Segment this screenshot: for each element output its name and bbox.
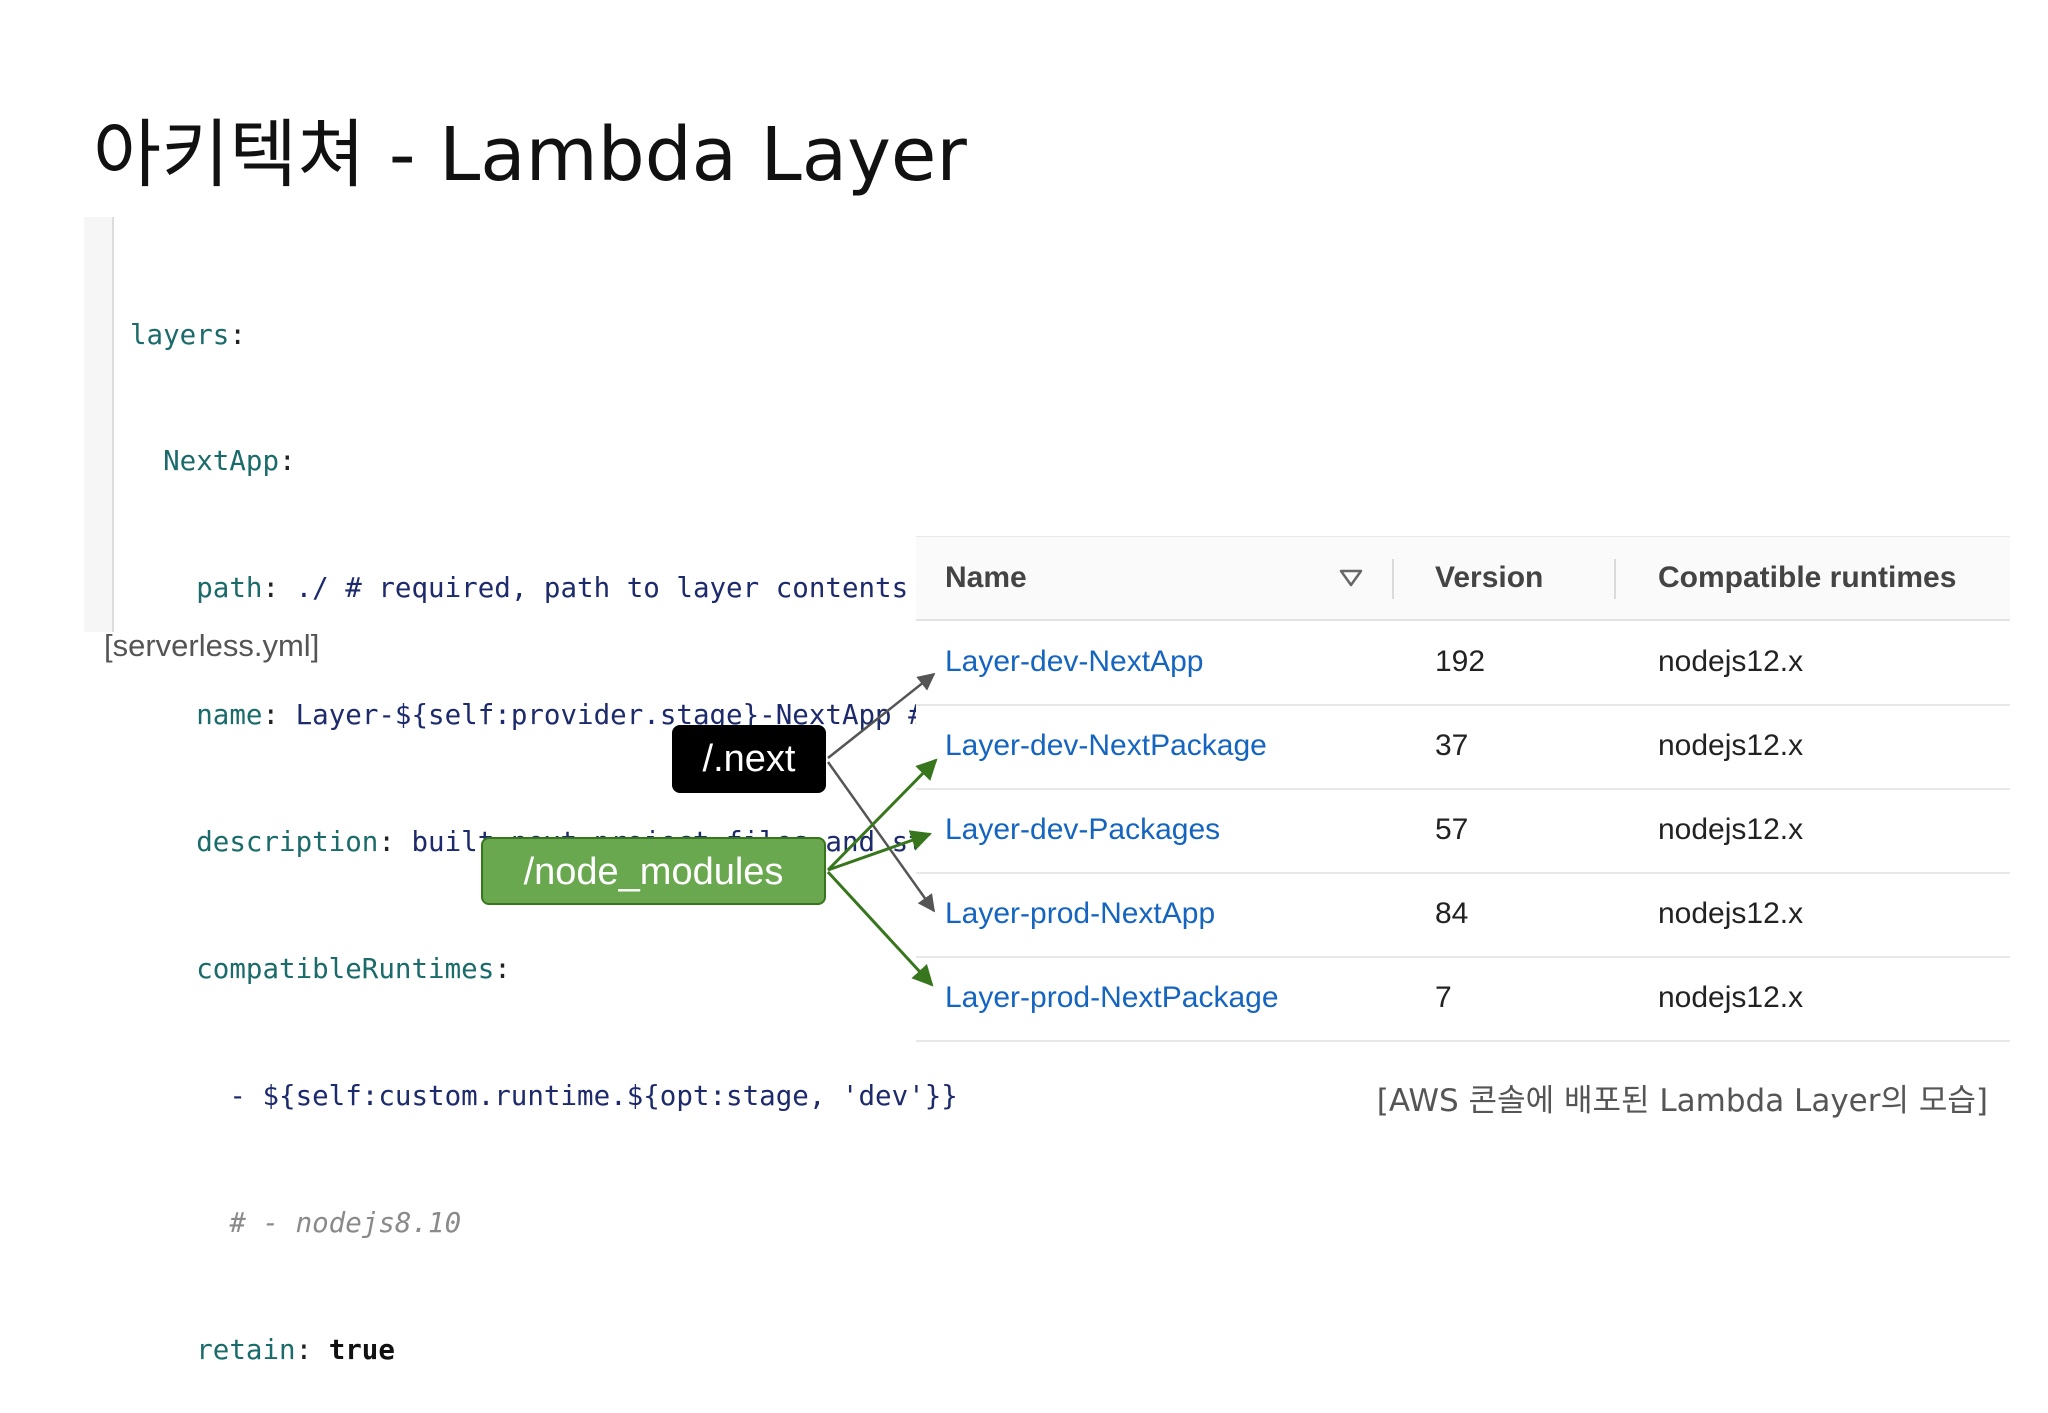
layer-runtime: nodejs12.x — [1658, 645, 1804, 678]
layer-runtime: nodejs12.x — [1658, 981, 1804, 1014]
slide-title: 아키텍쳐 - Lambda Layer — [93, 112, 967, 198]
code-line-compatible-runtimes: compatibleRuntimes: — [196, 953, 511, 986]
layer-name-link[interactable]: Layer-prod-NextPackage — [945, 981, 1279, 1014]
table-header: Name Version Compatible runtimes — [916, 536, 2010, 621]
layer-runtime: nodejs12.x — [1658, 813, 1804, 846]
table-row: Layer-dev-NextPackage 37 nodejs12.x — [916, 704, 2010, 790]
code-line-layers: layers: — [130, 318, 246, 351]
column-divider — [1614, 559, 1616, 599]
code-line-nextapp: NextApp: — [163, 445, 296, 478]
console-caption: [AWS 콘솔에 배포된 Lambda Layer의 모습] — [1376, 1083, 1988, 1119]
layer-version: 7 — [1435, 981, 1452, 1014]
table-row: Layer-prod-NextApp 84 nodejs12.x — [916, 872, 2010, 958]
layer-name-link[interactable]: Layer-dev-NextPackage — [945, 729, 1267, 762]
node-modules-folder-label: /node_modules — [481, 837, 826, 905]
column-header-name[interactable]: Name — [945, 561, 1027, 594]
column-header-version[interactable]: Version — [1435, 561, 1544, 594]
layer-version: 84 — [1435, 897, 1469, 930]
layer-name-link[interactable]: Layer-dev-Packages — [945, 813, 1221, 846]
table-row: Layer-dev-NextApp 192 nodejs12.x — [916, 620, 2010, 706]
code-caption: [serverless.yml] — [104, 628, 320, 663]
next-folder-label: /.next — [672, 725, 826, 793]
code-line-runtime-item: - ${self:custom.runtime.${opt:stage, 'de… — [229, 1079, 958, 1112]
column-divider — [1392, 559, 1394, 599]
layer-runtime: nodejs12.x — [1658, 897, 1804, 930]
table-row: Layer-prod-NextPackage 7 nodejs12.x — [916, 956, 2010, 1042]
sort-down-icon[interactable] — [1338, 567, 1364, 589]
code-gutter — [84, 217, 114, 632]
layer-name-link[interactable]: Layer-dev-NextApp — [945, 645, 1204, 678]
layer-version: 37 — [1435, 729, 1469, 762]
layer-version: 192 — [1435, 645, 1486, 678]
code-line-comment: # - nodejs8.10 — [229, 1206, 462, 1239]
layer-runtime: nodejs12.x — [1658, 729, 1804, 762]
lambda-layers-table: Name Version Compatible runtimes Layer-d… — [916, 520, 2010, 1042]
table-row: Layer-dev-Packages 57 nodejs12.x — [916, 788, 2010, 874]
layer-version: 57 — [1435, 813, 1469, 846]
layer-name-link[interactable]: Layer-prod-NextApp — [945, 897, 1216, 930]
column-header-runtimes[interactable]: Compatible runtimes — [1658, 561, 1957, 594]
code-line-retain: retain: true — [196, 1333, 395, 1366]
